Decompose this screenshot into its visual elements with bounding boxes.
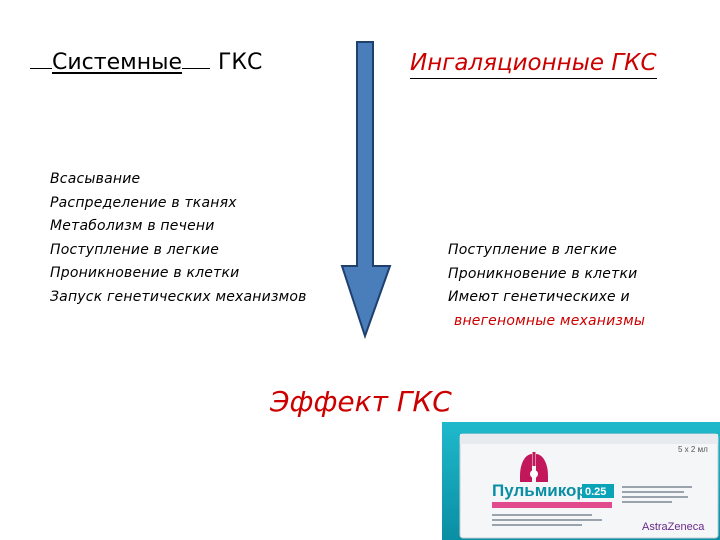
list-item: Всасывание (50, 171, 141, 187)
list-item: Поступление в легкие (50, 241, 220, 258)
heading-systemic-suffix: ГКС (218, 50, 263, 75)
inhaled-steps-list: Поступление в легкие Проникновение в кле… (448, 239, 645, 333)
package-dose: 0.25 (585, 486, 606, 498)
effect-label: Эффект ГКС (270, 385, 452, 418)
heading-underline-trail (182, 67, 210, 69)
heading-underline-lead (30, 67, 52, 69)
list-item: Проникновение в клетки (50, 265, 240, 281)
heading-systemic: Системные ГКС (30, 50, 262, 75)
list-item: Распределение в тканях (50, 194, 237, 211)
list-item: Поступление в легкие (448, 242, 618, 258)
package-pack-size: 5 x 2 мл (678, 445, 708, 454)
list-item: Метаболизм в печени (50, 218, 215, 234)
pulmicort-package-image: Пульмикорт 0.25 5 x 2 мл AstraZeneca (442, 422, 720, 540)
heading-systemic-label: Системные (52, 50, 182, 75)
list-item: внегеномные механизмы (454, 312, 646, 329)
package-maker: AstraZeneca (642, 521, 705, 533)
heading-inhaled: Ингаляционные ГКС (410, 50, 657, 79)
list-item: Запуск генетических механизмов (50, 288, 307, 305)
list-item: Проникновение в клетки (448, 265, 638, 282)
down-arrow-icon (340, 41, 392, 340)
list-item: Имеют генетическиxе и (448, 289, 630, 305)
package-brand: Пульмикорт (492, 481, 595, 500)
systemic-steps-list: Всасывание Распределение в тканях Метабо… (50, 168, 307, 309)
lungs-logo-icon (520, 452, 548, 482)
